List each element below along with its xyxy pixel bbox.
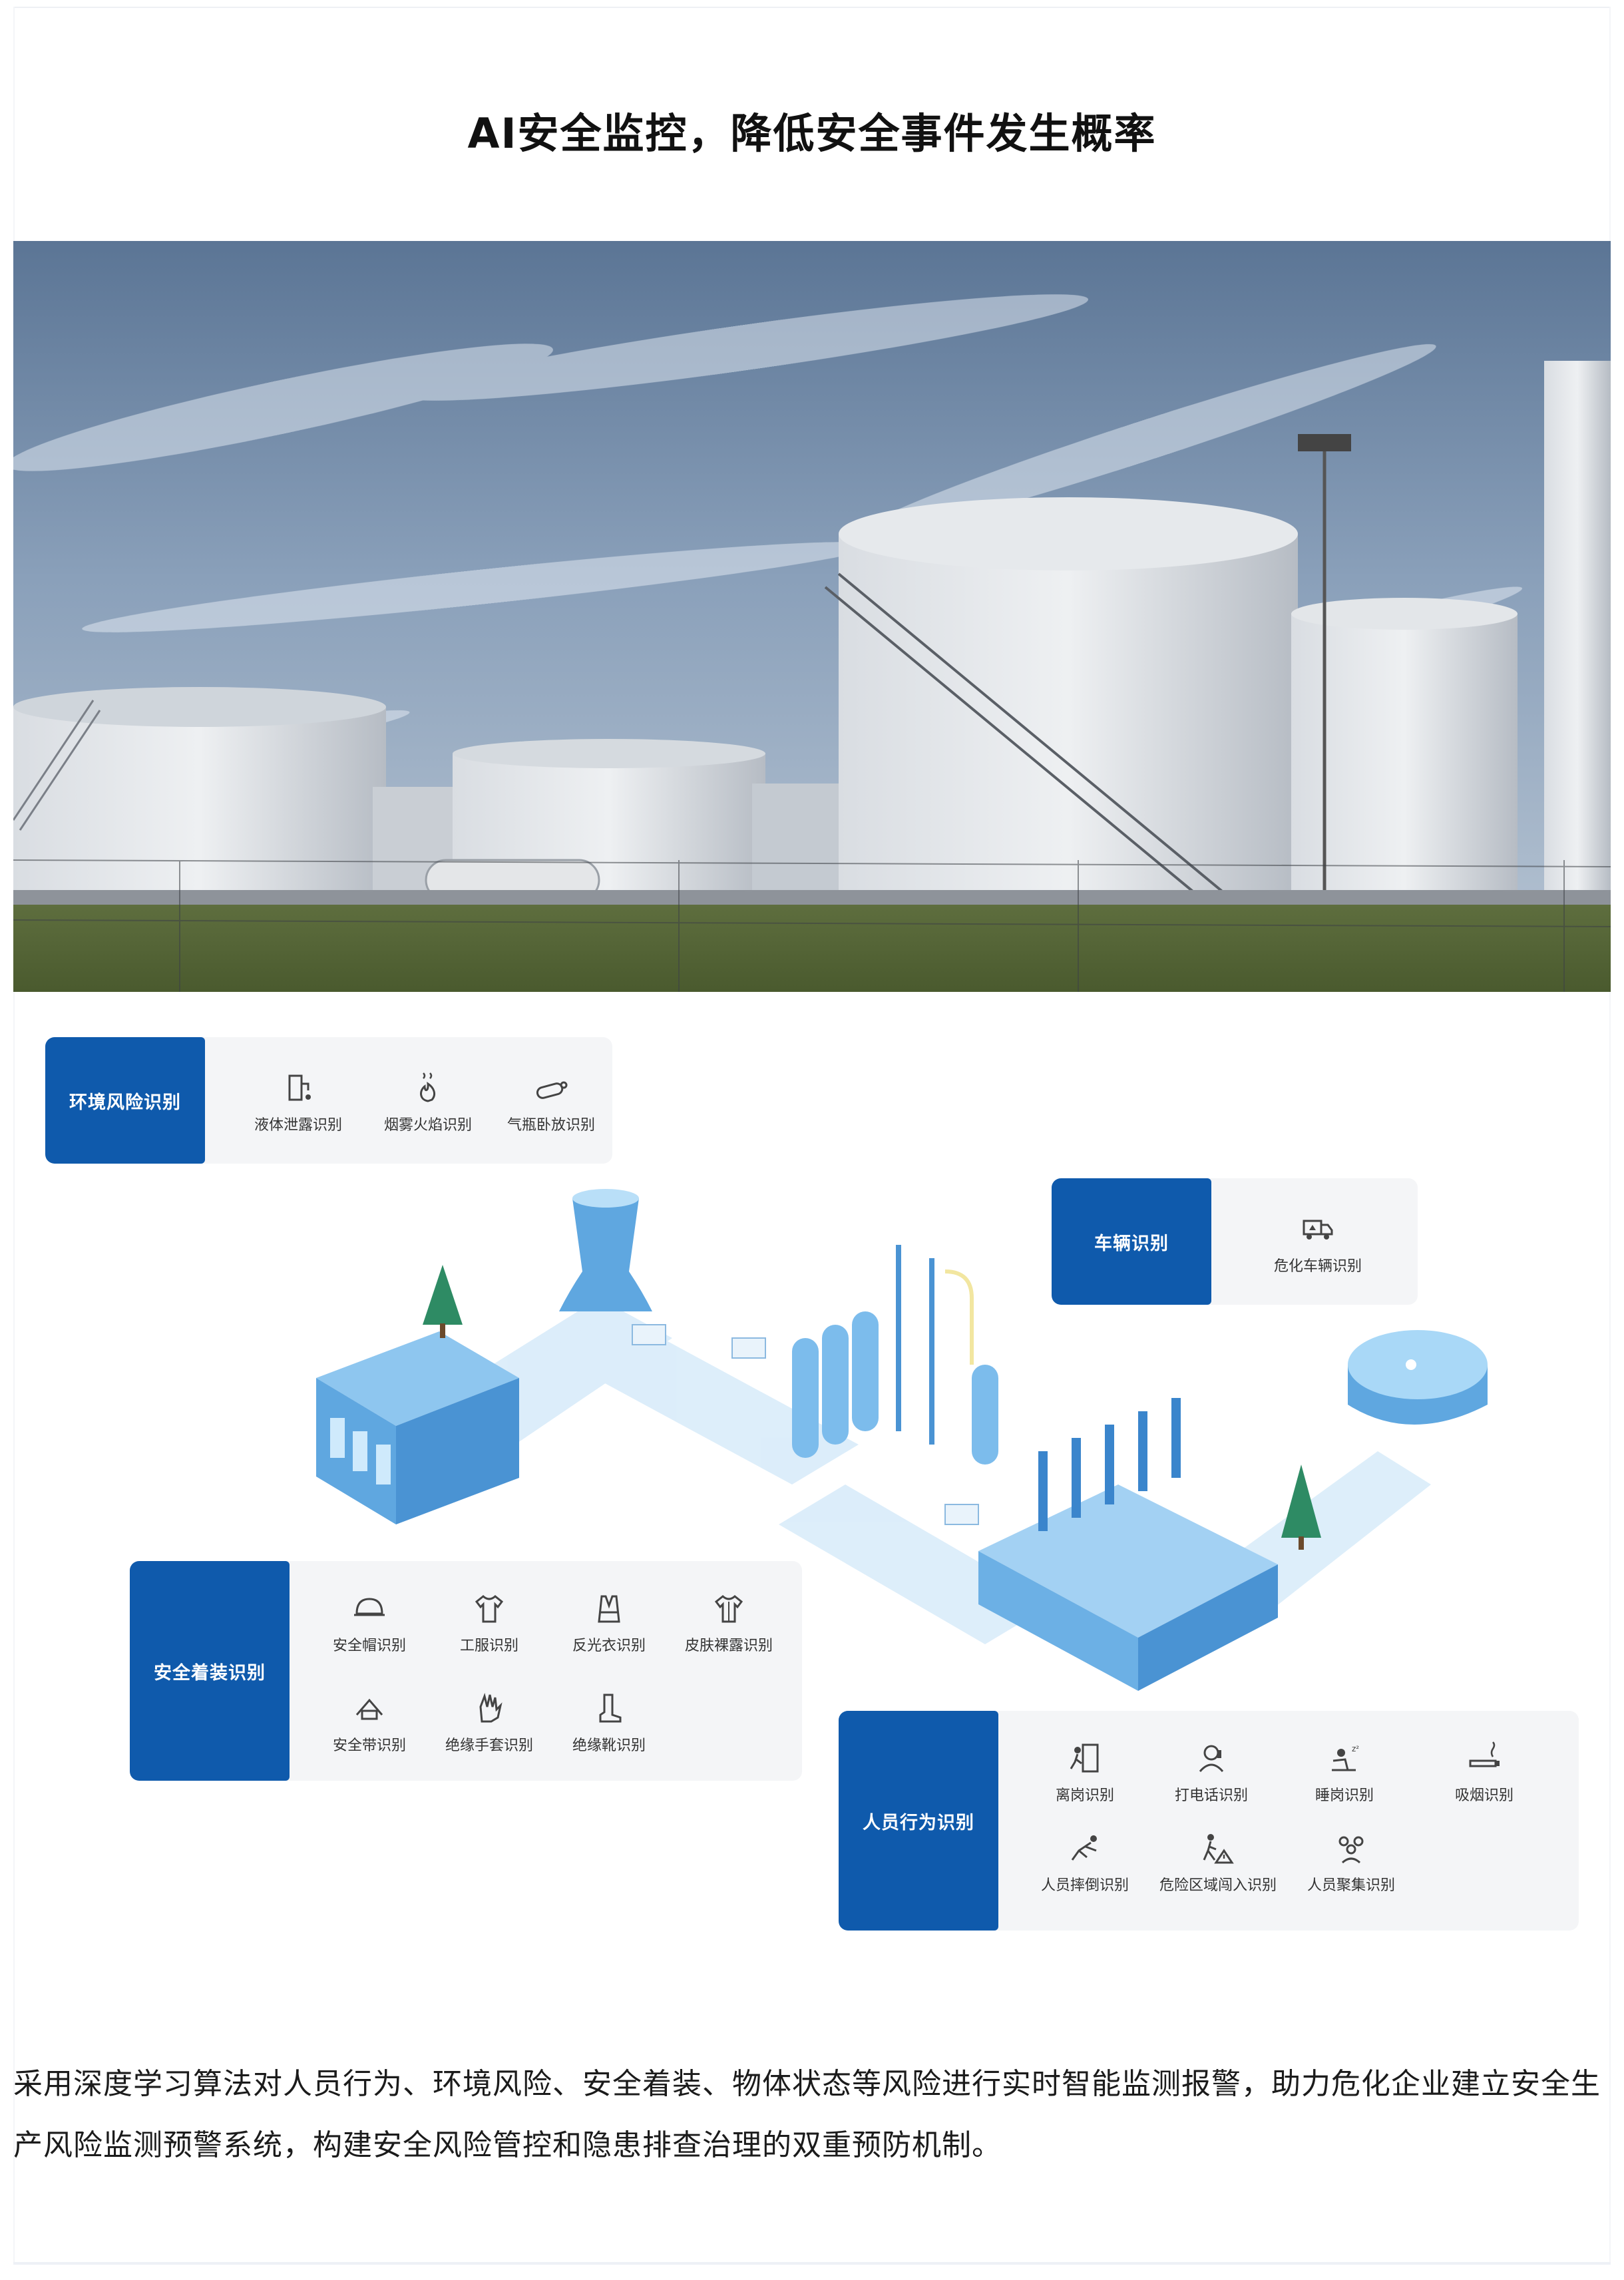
hazmat-truck-item[interactable]: 危化车辆识别 — [1231, 1212, 1404, 1275]
reflective-vest-label: 反光衣识别 — [572, 1638, 646, 1654]
safety-wear-header: 安全着装识别 — [130, 1561, 290, 1781]
leave-post-item[interactable]: 离岗识别 — [1025, 1741, 1145, 1805]
smoking-item[interactable]: 吸烟识别 — [1424, 1741, 1544, 1805]
hazmat-truck-icon — [1303, 1220, 1333, 1240]
sleep-on-duty-item[interactable]: z² 睡岗识别 — [1285, 1741, 1404, 1805]
liquid-leak-item[interactable]: 液体泄露识别 — [238, 1070, 358, 1134]
helmet-item[interactable]: 安全帽识别 — [309, 1591, 429, 1655]
work-clothes-item[interactable]: 工服识别 — [429, 1591, 549, 1655]
reflective-vest-icon — [598, 1595, 620, 1623]
crowd-gathering-icon — [1338, 1836, 1364, 1864]
leave-post-label: 离岗识别 — [1055, 1787, 1114, 1804]
description-paragraph: 采用深度学习算法对人员行为、环境风险、安全着装、物体状态等风险进行实时智能监测报… — [13, 2067, 1601, 2162]
oil-storage-tanks-photo — [13, 241, 1611, 992]
safety-belt-icon — [355, 1698, 383, 1720]
smoking-icon — [1469, 1741, 1500, 1767]
factory-illustration — [316, 1189, 1488, 1691]
smoking-label: 吸烟识别 — [1454, 1787, 1514, 1804]
page-title: AI安全监控，降低安全事件发生概率 — [467, 109, 1157, 158]
sleep-on-duty-icon: z² — [1332, 1744, 1359, 1771]
gas-cylinder-label: 气瓶卧放识别 — [507, 1117, 595, 1134]
gas-cylinder-icon — [536, 1081, 568, 1099]
left-border — [13, 7, 15, 2263]
svg-text:z²: z² — [1352, 1744, 1359, 1753]
work-clothes-label: 工服识别 — [459, 1638, 518, 1654]
environment-risk-header: 环境风险识别 — [45, 1037, 205, 1164]
safety-wear-card: 安全着装识别 安全帽识别 工服识别 反光衣识别 皮肤裸露识别 安全带识别 — [130, 1561, 802, 1781]
person-fall-icon — [1071, 1835, 1097, 1861]
phone-call-item[interactable]: 打电话识别 — [1145, 1741, 1278, 1805]
bottom-divider — [13, 2262, 1611, 2265]
insulating-glove-icon — [479, 1692, 503, 1723]
vehicle-header: 车辆识别 — [1052, 1178, 1211, 1305]
insulating-glove-item[interactable]: 绝缘手套识别 — [429, 1691, 549, 1755]
insulating-boot-item[interactable]: 绝缘靴识别 — [549, 1691, 669, 1755]
plant-diagram: 环境风险识别 液体泄露识别 烟雾火焰识别 气瓶卧放识别 车辆识别 危化车辆识别 — [13, 1019, 1611, 1950]
leave-post-icon — [1070, 1743, 1099, 1773]
insulating-boot-label: 绝缘靴识别 — [572, 1737, 646, 1754]
liquid-leak-label: 液体泄露识别 — [254, 1117, 342, 1134]
phone-call-icon — [1199, 1745, 1224, 1773]
work-clothes-icon — [475, 1595, 504, 1623]
behavior-header: 人员行为识别 — [839, 1711, 998, 1931]
sleep-on-duty-label: 睡岗识别 — [1315, 1787, 1374, 1804]
crowd-gathering-item[interactable]: 人员聚集识别 — [1291, 1831, 1411, 1895]
reflective-vest-item[interactable]: 反光衣识别 — [549, 1591, 669, 1655]
insulating-glove-label: 绝缘手套识别 — [445, 1737, 533, 1754]
smoke-fire-icon — [420, 1072, 436, 1102]
hazmat-truck-label: 危化车辆识别 — [1273, 1258, 1362, 1275]
smoke-fire-label: 烟雾火焰识别 — [383, 1117, 472, 1134]
top-divider — [13, 7, 1611, 8]
helmet-label: 安全帽识别 — [332, 1638, 406, 1654]
crowd-gathering-label: 人员聚集识别 — [1307, 1877, 1395, 1894]
danger-zone-label: 危险区域闯入识别 — [1159, 1877, 1277, 1894]
exposed-skin-item[interactable]: 皮肤裸露识别 — [662, 1591, 795, 1655]
behavior-card: 人员行为识别 离岗识别 打电话识别 z² 睡岗识别 吸烟识别 人员摔倒识别 — [839, 1711, 1579, 1931]
exposed-skin-label: 皮肤裸露识别 — [684, 1638, 773, 1654]
danger-zone-item[interactable]: 危险区域闯入识别 — [1145, 1831, 1291, 1895]
right-border — [1609, 7, 1611, 2263]
gas-cylinder-item[interactable]: 气瓶卧放识别 — [491, 1070, 611, 1134]
safety-belt-item[interactable]: 安全带识别 — [309, 1691, 429, 1755]
safety-belt-label: 安全带识别 — [332, 1737, 406, 1754]
liquid-leak-icon — [288, 1074, 311, 1101]
person-fall-label: 人员摔倒识别 — [1040, 1877, 1129, 1894]
exposed-skin-icon — [714, 1595, 743, 1623]
danger-zone-icon — [1203, 1834, 1234, 1864]
person-fall-item[interactable]: 人员摔倒识别 — [1018, 1831, 1151, 1895]
environment-risk-card: 环境风险识别 液体泄露识别 烟雾火焰识别 气瓶卧放识别 — [45, 1037, 612, 1164]
insulating-boot-icon — [599, 1694, 622, 1723]
helmet-icon — [354, 1598, 385, 1616]
vehicle-card: 车辆识别 危化车辆识别 — [1052, 1178, 1418, 1305]
phone-call-label: 打电话识别 — [1174, 1787, 1248, 1804]
smoke-fire-item[interactable]: 烟雾火焰识别 — [368, 1070, 488, 1134]
